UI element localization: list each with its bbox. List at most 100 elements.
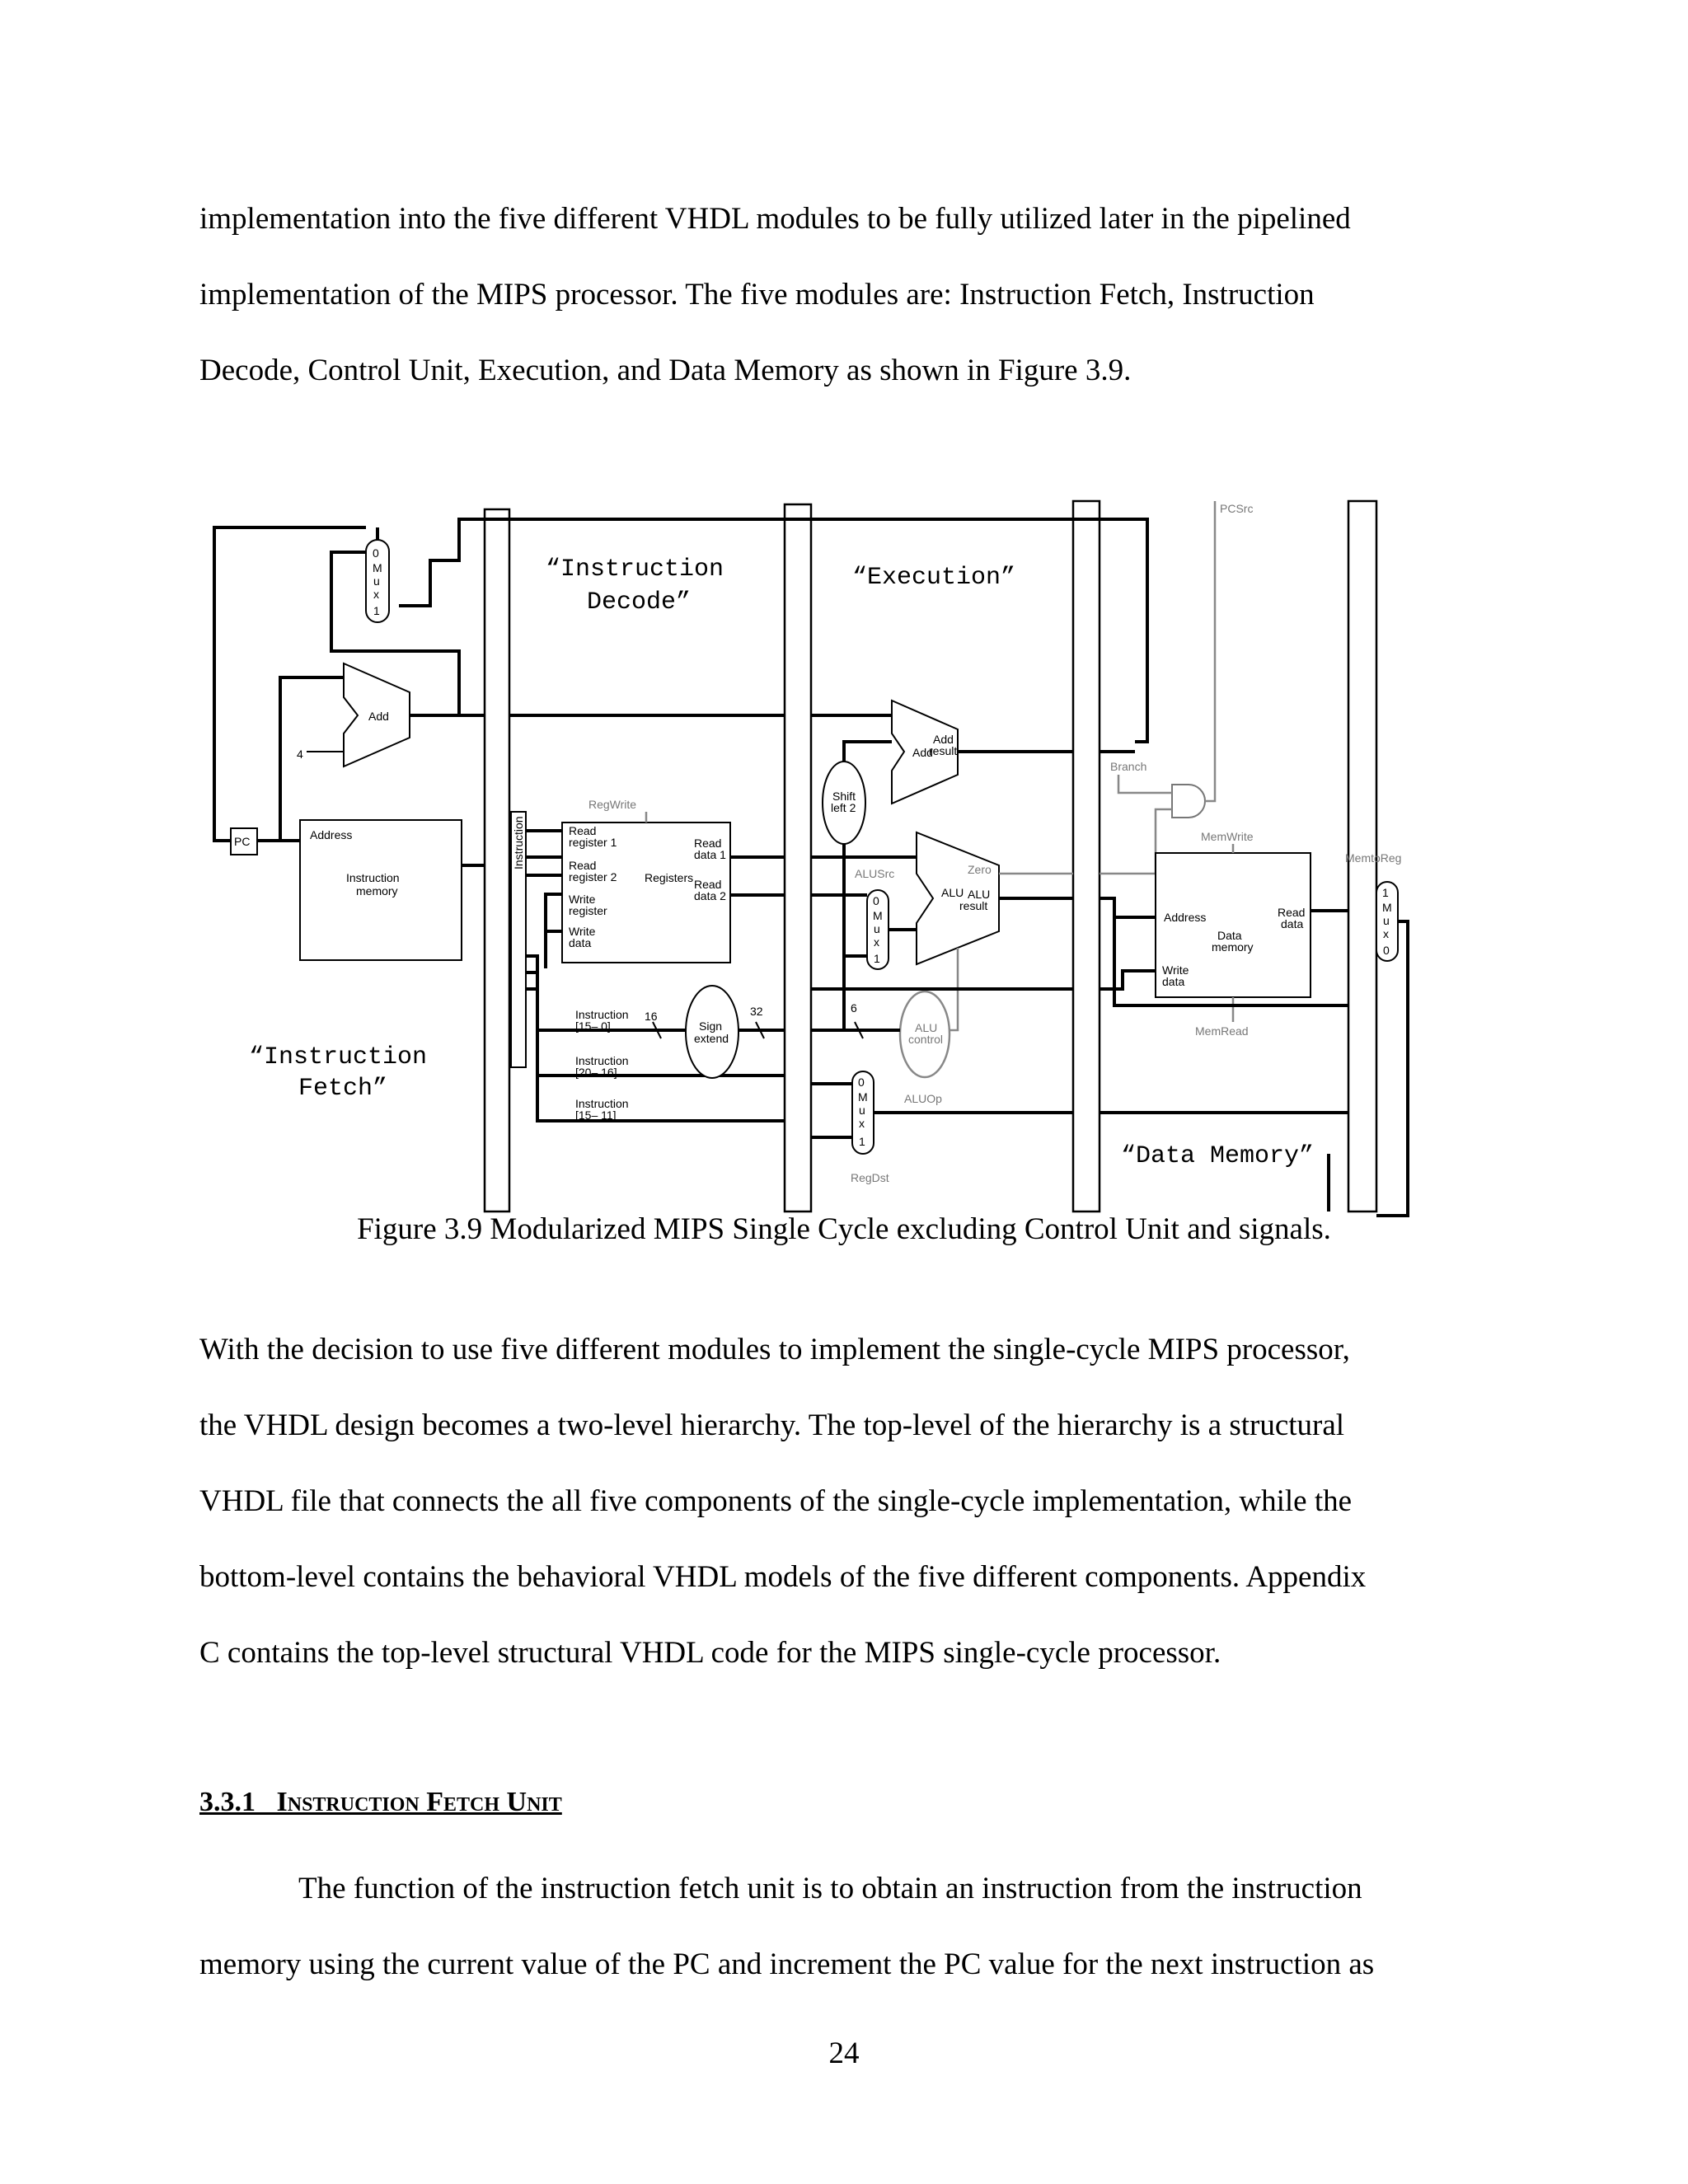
- instr-15-11-label: Instruction: [575, 1097, 629, 1110]
- read-data-1-label: data 1: [694, 848, 726, 861]
- zero-to-and-wire: [1100, 808, 1172, 875]
- alu-bypass-wire: [1113, 917, 1348, 1007]
- branch-signal: Branch: [1110, 760, 1146, 773]
- instr-15-0-label: Instruction: [575, 1008, 629, 1021]
- text-line: With the decision to use five different …: [199, 1333, 1350, 1366]
- read-register-1-label: register 1: [569, 836, 617, 849]
- alu-control-label: control: [908, 1033, 943, 1046]
- writeback-wire: [1376, 920, 1409, 1217]
- region-data-memory: “Data Memory”: [1121, 1142, 1314, 1170]
- write-register-label: Write: [569, 893, 596, 906]
- pc-adder: [343, 662, 410, 768]
- mux-input-1: 1: [859, 1135, 865, 1148]
- instruction-memory-label: memory: [356, 884, 398, 898]
- bus-width-6: 6: [851, 1001, 857, 1015]
- zero-label: Zero: [968, 863, 992, 876]
- data-memory-label: memory: [1212, 940, 1254, 954]
- mux-input-0: 0: [858, 1076, 865, 1089]
- text-line: Decode, Control Unit, Execution, and Dat…: [199, 354, 1132, 387]
- mux-letter: M: [858, 1090, 868, 1104]
- instr-20-16-wire: [526, 971, 785, 1077]
- bus-width-tick: [652, 1021, 662, 1039]
- read-data-2-label: Read: [694, 878, 721, 891]
- write-data-label: data: [569, 936, 591, 949]
- mux-letter: u: [373, 574, 380, 588]
- intro-paragraph: implementation into the five different V…: [199, 181, 1502, 409]
- alu-result-label: ALU: [968, 888, 990, 901]
- constant-four: 4: [297, 748, 303, 761]
- mux-letter: u: [859, 1104, 865, 1117]
- instruction-bus-label: Instruction: [512, 816, 525, 869]
- figure-caption: Figure 3.9 Modularized MIPS Single Cycle…: [357, 1212, 1331, 1246]
- alu-control: [898, 990, 951, 1079]
- memtoreg-signal: MemtoReg: [1345, 851, 1401, 865]
- bus-width-32: 32: [750, 1005, 763, 1018]
- alu-control-to-alu-wire: [950, 948, 959, 1032]
- alu: [916, 831, 1000, 966]
- instruction-memory-address: Address: [310, 828, 352, 841]
- mux-letter: x: [1383, 927, 1389, 940]
- text-line: VHDL file that connects the all five com…: [199, 1484, 1353, 1518]
- mux-letter: x: [874, 935, 879, 949]
- regdst-signal: RegDst: [851, 1171, 889, 1184]
- aluop-signal: ALUOp: [904, 1092, 942, 1105]
- read-register-2-label: register 2: [569, 870, 617, 883]
- region-instruction-decode: “Instruction: [546, 555, 724, 583]
- instruction-bus: [510, 811, 527, 1068]
- id-ex-boundary-bar: [783, 503, 813, 1213]
- branch-adder: [891, 699, 959, 805]
- mem-wb-boundary-bar: [1347, 499, 1378, 1213]
- text-line: bottom-level contains the behavioral VHD…: [199, 1560, 1367, 1594]
- shift-to-branch-adder-wire: [842, 740, 892, 762]
- mux-input-0: 0: [873, 894, 879, 907]
- region-instruction-fetch: “Instruction: [249, 1043, 427, 1071]
- text-line: memory using the current value of the PC…: [199, 1947, 1375, 1981]
- branch-adder-label: Add: [912, 746, 933, 759]
- alu-label: ALU: [941, 886, 964, 899]
- mux-input-1: 1: [373, 604, 380, 617]
- mux-letter: u: [874, 922, 880, 935]
- sign-extend-label: extend: [694, 1032, 729, 1045]
- pc-mux-to-pc-wire: [213, 526, 366, 842]
- mux-letter: M: [373, 561, 382, 574]
- ex-mem-boundary-bar: [1071, 499, 1101, 1213]
- instr-15-0-label: [15– 0]: [575, 1019, 611, 1033]
- shift-left-2-label: left 2: [831, 801, 856, 814]
- read-data-label: Read: [1278, 906, 1305, 919]
- adder-label: Add: [368, 710, 389, 723]
- text-line: implementation of the MIPS processor. Th…: [199, 278, 1315, 312]
- region-instruction-decode: Decode”: [587, 588, 691, 616]
- pcsrc-signal: PCSrc: [1220, 502, 1253, 515]
- instr-15-11-label: [15– 11]: [575, 1108, 617, 1122]
- write-data-feedback-wire: [544, 893, 562, 968]
- instr-20-16-label: [20– 16]: [575, 1066, 617, 1079]
- registers-label: Registers: [645, 871, 693, 884]
- data-memory-write-data: Write: [1162, 963, 1189, 977]
- memwrite-signal: MemWrite: [1201, 830, 1254, 843]
- shift-left-2-label: Shift: [832, 790, 856, 803]
- data-memory-address: Address: [1164, 911, 1206, 924]
- read-register-1-label: Read: [569, 824, 596, 837]
- instruction-memory-label: Instruction: [346, 871, 400, 884]
- add-result-label: Add: [933, 733, 954, 746]
- region-instruction-fetch: Fetch”: [298, 1075, 387, 1103]
- data-memory-write-data: data: [1162, 975, 1184, 988]
- mux-letter: u: [1383, 914, 1390, 927]
- bus-width-16: 16: [645, 1010, 658, 1023]
- sign-extend-label: Sign: [699, 1019, 722, 1033]
- write-register-label: register: [569, 904, 607, 917]
- section-title: Instruction Fetch Unit: [276, 1787, 562, 1817]
- imm-to-mux-wire: [842, 954, 867, 1030]
- mux-letter: x: [373, 588, 379, 601]
- write-data-label: Write: [569, 925, 596, 938]
- mux-input-0: 0: [1383, 944, 1390, 957]
- mux-letter: M: [1382, 901, 1392, 914]
- text-line: C contains the top-level structural VHDL…: [199, 1636, 1221, 1670]
- mux-input-1: 1: [1382, 886, 1389, 899]
- read-register-2-label: Read: [569, 859, 596, 872]
- text-line: implementation into the five different V…: [199, 202, 1351, 236]
- bus-width-tick: [755, 1021, 765, 1039]
- read-data-2-label: data 2: [694, 889, 726, 902]
- register-file: [561, 822, 731, 963]
- add-result-label: result: [929, 744, 957, 757]
